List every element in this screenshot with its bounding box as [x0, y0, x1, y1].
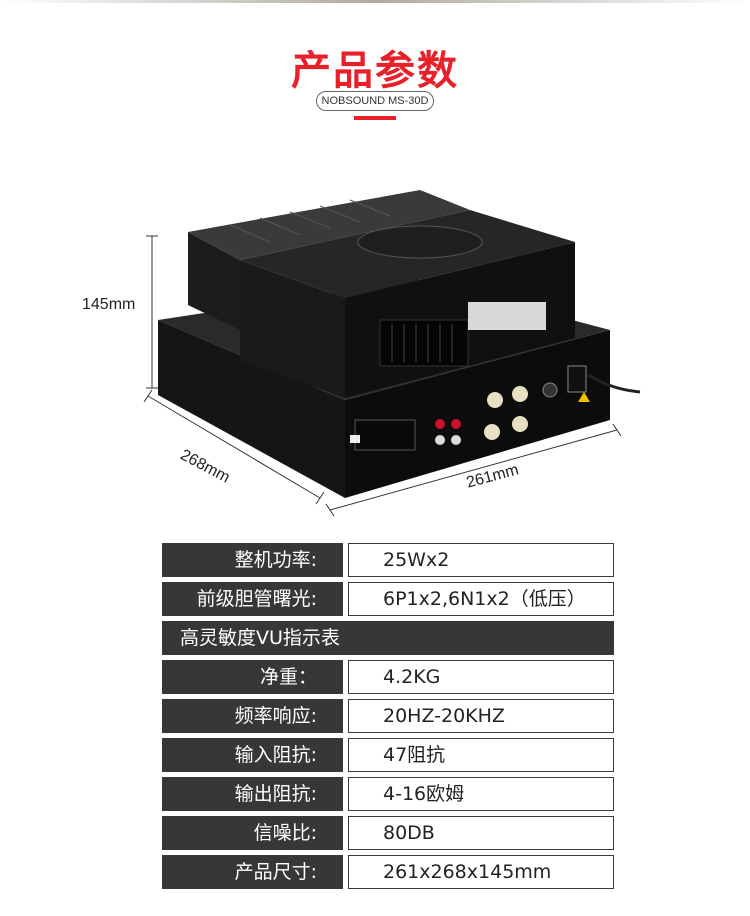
page-title: 产品参数	[291, 48, 459, 94]
spec-table: 整机功率: 25Wx2 前级胆管曙光: 6P1x2,6N1x2（低压） 高灵敏度…	[162, 543, 614, 894]
spec-value: 25Wx2	[348, 543, 614, 577]
model-badge: NOBSOUND MS-30D	[316, 91, 434, 111]
amplifier-illustration	[143, 190, 641, 517]
top-divider	[0, 0, 750, 3]
spec-row: 输出阻抗: 4-16欧姆	[162, 777, 614, 811]
spec-key: 输入阻抗:	[162, 738, 343, 772]
spec-value: 4-16欧姆	[348, 777, 614, 811]
spec-key: 前级胆管曙光:	[162, 582, 343, 616]
spec-value: 20HZ-20KHZ	[348, 699, 614, 733]
spec-row: 前级胆管曙光: 6P1x2,6N1x2（低压）	[162, 582, 614, 616]
spec-key: 净重：	[162, 660, 343, 694]
spec-row: 输入阻抗: 47阻抗	[162, 738, 614, 772]
title-underline	[354, 116, 396, 120]
spec-key: 信噪比:	[162, 816, 343, 850]
spec-row: 频率响应: 20HZ-20KHZ	[162, 699, 614, 733]
spec-value: 4.2KG	[348, 660, 614, 694]
spec-value: 80DB	[348, 816, 614, 850]
spec-key: 输出阻抗:	[162, 777, 343, 811]
spec-row: 整机功率: 25Wx2	[162, 543, 614, 577]
spec-row: 信噪比: 80DB	[162, 816, 614, 850]
spec-value: 6P1x2,6N1x2（低压）	[348, 582, 614, 616]
spec-key: 高灵敏度VU指示表	[162, 621, 614, 655]
spec-row: 净重： 4.2KG	[162, 660, 614, 694]
spec-key: 频率响应:	[162, 699, 343, 733]
spec-value: 47阻抗	[348, 738, 614, 772]
spec-row: 产品尺寸: 261x268x145mm	[162, 855, 614, 889]
product-image: 145mm 268mm 261mm	[0, 180, 750, 540]
height-dimension: 145mm	[82, 296, 136, 313]
spec-key: 整机功率:	[162, 543, 343, 577]
dimension-lines	[143, 235, 622, 517]
spec-value: 261x268x145mm	[348, 855, 614, 889]
spec-row-full: 高灵敏度VU指示表	[162, 621, 614, 655]
spec-key: 产品尺寸:	[162, 855, 343, 889]
